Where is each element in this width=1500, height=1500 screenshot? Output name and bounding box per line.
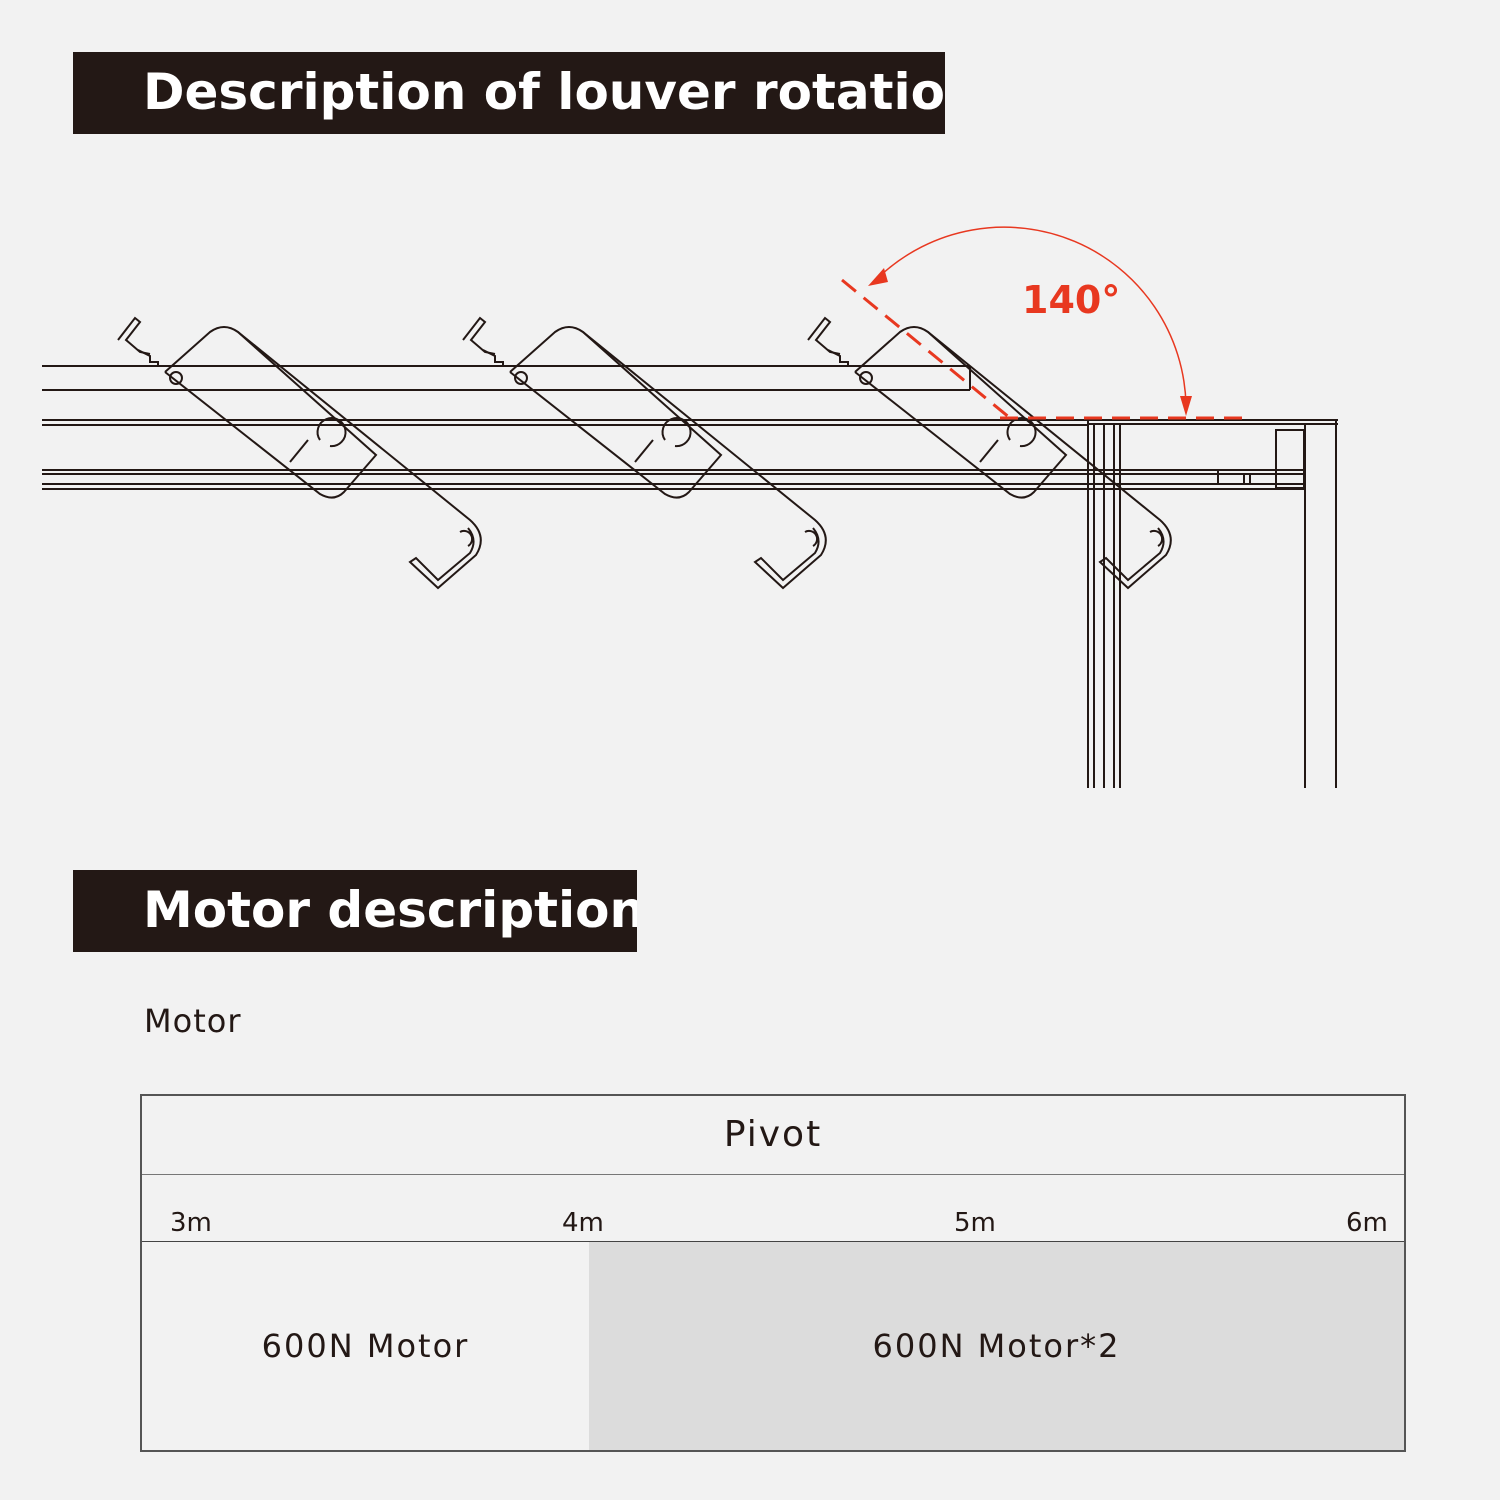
pivot-header: Pivot	[142, 1096, 1404, 1175]
support-post	[1087, 419, 1338, 788]
motor-table: Pivot 600N Motor 600N Motor*2	[140, 1094, 1406, 1452]
motor-range-single: 600N Motor	[142, 1242, 589, 1450]
louver-1	[117, 317, 482, 589]
section-title-motor: Motor description	[73, 870, 637, 952]
section-title-louver-rotation: Description of louver rotation	[73, 52, 945, 134]
scale-tick-3m: 3m	[170, 1208, 212, 1238]
motor-label: Motor	[144, 1002, 242, 1040]
scale-tick-4m: 4m	[562, 1208, 604, 1238]
rotation-angle-label: 140°	[1022, 278, 1120, 322]
louver-3	[807, 317, 1172, 589]
motor-range-double: 600N Motor*2	[589, 1242, 1404, 1450]
scale-tick-5m: 5m	[954, 1208, 996, 1238]
frame-beams	[42, 365, 1305, 490]
rotation-angle-annotation: 140°	[841, 226, 1245, 420]
louver-2	[462, 317, 827, 589]
louver-rotation-diagram: 140°	[42, 226, 1338, 788]
scale-tick-6m: 6m	[1346, 1208, 1388, 1238]
